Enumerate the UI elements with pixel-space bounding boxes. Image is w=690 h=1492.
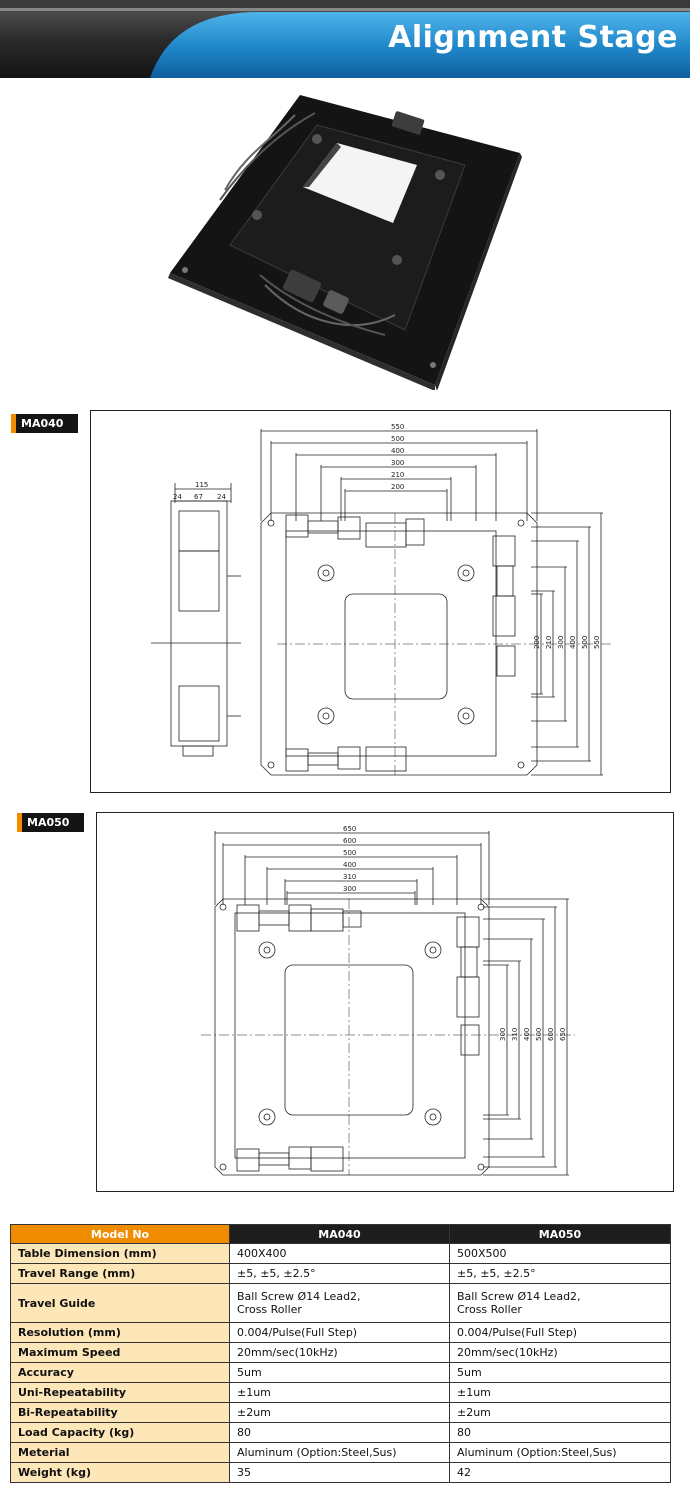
table-row: Resolution (mm) 0.004/Pulse(Full Step) 0… <box>10 1322 671 1343</box>
cell-ma040: ±5, ±5, ±2.5° <box>229 1263 450 1284</box>
model-tag-ma050: MA050 <box>17 813 84 832</box>
svg-text:300: 300 <box>391 459 404 467</box>
cell-ma040: 400X400 <box>229 1243 450 1264</box>
table-row: Travel Guide Ball Screw Ø14 Lead2, Cross… <box>10 1283 671 1323</box>
svg-text:200: 200 <box>533 636 541 649</box>
svg-text:210: 210 <box>391 471 404 479</box>
header-ma050: MA050 <box>449 1224 671 1244</box>
row-label: Resolution (mm) <box>10 1322 230 1343</box>
row-label: Travel Guide <box>10 1283 230 1323</box>
cell-ma050: ±1um <box>449 1382 671 1403</box>
cell-ma050: 80 <box>449 1422 671 1443</box>
svg-text:300: 300 <box>343 885 356 893</box>
table-row: Travel Range (mm) ±5, ±5, ±2.5° ±5, ±5, … <box>10 1263 671 1284</box>
header-banner: Alignment Stage <box>0 0 690 78</box>
row-label: Weight (kg) <box>10 1462 230 1483</box>
row-label: Meterial <box>10 1442 230 1463</box>
svg-text:300: 300 <box>499 1028 507 1041</box>
svg-text:67: 67 <box>194 493 203 501</box>
cell-ma050: 0.004/Pulse(Full Step) <box>449 1322 671 1343</box>
svg-text:600: 600 <box>547 1028 555 1041</box>
table-row: Weight (kg) 35 42 <box>10 1462 671 1483</box>
row-label: Maximum Speed <box>10 1342 230 1363</box>
table-row: Uni-Repeatability ±1um ±1um <box>10 1382 671 1403</box>
svg-text:400: 400 <box>343 861 356 869</box>
table-row: Meterial Aluminum (Option:Steel,Sus) Alu… <box>10 1442 671 1463</box>
svg-text:650: 650 <box>559 1028 567 1041</box>
row-label: Accuracy <box>10 1362 230 1383</box>
cell-ma040: 5um <box>229 1362 450 1383</box>
cell-ma040: 80 <box>229 1422 450 1443</box>
cell-ma050: 42 <box>449 1462 671 1483</box>
svg-text:310: 310 <box>343 873 356 881</box>
table-row: Load Capacity (kg) 80 80 <box>10 1422 671 1443</box>
table-row: Bi-Repeatability ±2um ±2um <box>10 1402 671 1423</box>
row-label: Travel Range (mm) <box>10 1263 230 1284</box>
svg-text:650: 650 <box>343 825 356 833</box>
header-model-no: Model No <box>10 1224 230 1244</box>
product-photo <box>165 95 540 391</box>
model-tag-ma040: MA040 <box>11 414 78 433</box>
svg-text:300: 300 <box>557 636 565 649</box>
cell-ma050: 500X500 <box>449 1243 671 1264</box>
cell-ma050: ±2um <box>449 1402 671 1423</box>
svg-text:500: 500 <box>581 636 589 649</box>
table-row: Maximum Speed 20mm/sec(10kHz) 20mm/sec(1… <box>10 1342 671 1363</box>
top-view-ma040 <box>260 512 611 776</box>
svg-text:550: 550 <box>391 423 404 431</box>
svg-text:115: 115 <box>195 481 208 489</box>
side-dimensions-ma040 <box>531 512 603 776</box>
svg-text:500: 500 <box>343 849 356 857</box>
cell-ma040: ±2um <box>229 1402 450 1423</box>
svg-text:310: 310 <box>511 1028 519 1041</box>
banner-graphic <box>0 0 690 78</box>
cell-ma050: Ball Screw Ø14 Lead2, Cross Roller <box>449 1283 671 1323</box>
svg-text:200: 200 <box>391 483 404 491</box>
top-dimensions-ma040 <box>260 429 538 521</box>
svg-text:500: 500 <box>535 1028 543 1041</box>
svg-text:400: 400 <box>523 1028 531 1041</box>
top-dimensions-ma050 <box>214 831 490 905</box>
cell-ma040: 35 <box>229 1462 450 1483</box>
cell-ma040: 20mm/sec(10kHz) <box>229 1342 450 1363</box>
row-label: Table Dimension (mm) <box>10 1243 230 1264</box>
spec-table-header: Model No MA040 MA050 <box>10 1224 671 1244</box>
header-ma040: MA040 <box>229 1224 450 1244</box>
cell-ma050: ±5, ±5, ±2.5° <box>449 1263 671 1284</box>
svg-text:550: 550 <box>593 636 601 649</box>
spec-table: Model No MA040 MA050 Table Dimension (mm… <box>10 1224 671 1483</box>
svg-text:210: 210 <box>545 636 553 649</box>
cell-ma040: Ball Screw Ø14 Lead2, Cross Roller <box>229 1283 450 1323</box>
row-label: Load Capacity (kg) <box>10 1422 230 1443</box>
cell-ma050: 20mm/sec(10kHz) <box>449 1342 671 1363</box>
drawing-ma050: 650 600 500 400 310 300 300 310 400 500 … <box>96 812 674 1192</box>
cell-ma040: ±1um <box>229 1382 450 1403</box>
page-title: Alignment Stage <box>388 20 678 55</box>
cell-ma050: Aluminum (Option:Steel,Sus) <box>449 1442 671 1463</box>
svg-text:400: 400 <box>391 447 404 455</box>
svg-text:500: 500 <box>391 435 404 443</box>
svg-text:24: 24 <box>173 493 182 501</box>
side-dimensions-ma050 <box>483 898 569 1176</box>
drawing-ma040: 115 24 67 24 <box>90 410 671 793</box>
table-row: Accuracy 5um 5um <box>10 1362 671 1383</box>
cell-ma040: Aluminum (Option:Steel,Sus) <box>229 1442 450 1463</box>
side-profile-ma040 <box>151 483 241 757</box>
row-label: Uni-Repeatability <box>10 1382 230 1403</box>
cell-ma040: 0.004/Pulse(Full Step) <box>229 1322 450 1343</box>
row-label: Bi-Repeatability <box>10 1402 230 1423</box>
svg-text:24: 24 <box>217 493 226 501</box>
svg-text:600: 600 <box>343 837 356 845</box>
cell-ma050: 5um <box>449 1362 671 1383</box>
table-row: Table Dimension (mm) 400X400 500X500 <box>10 1243 671 1264</box>
svg-text:400: 400 <box>569 636 577 649</box>
